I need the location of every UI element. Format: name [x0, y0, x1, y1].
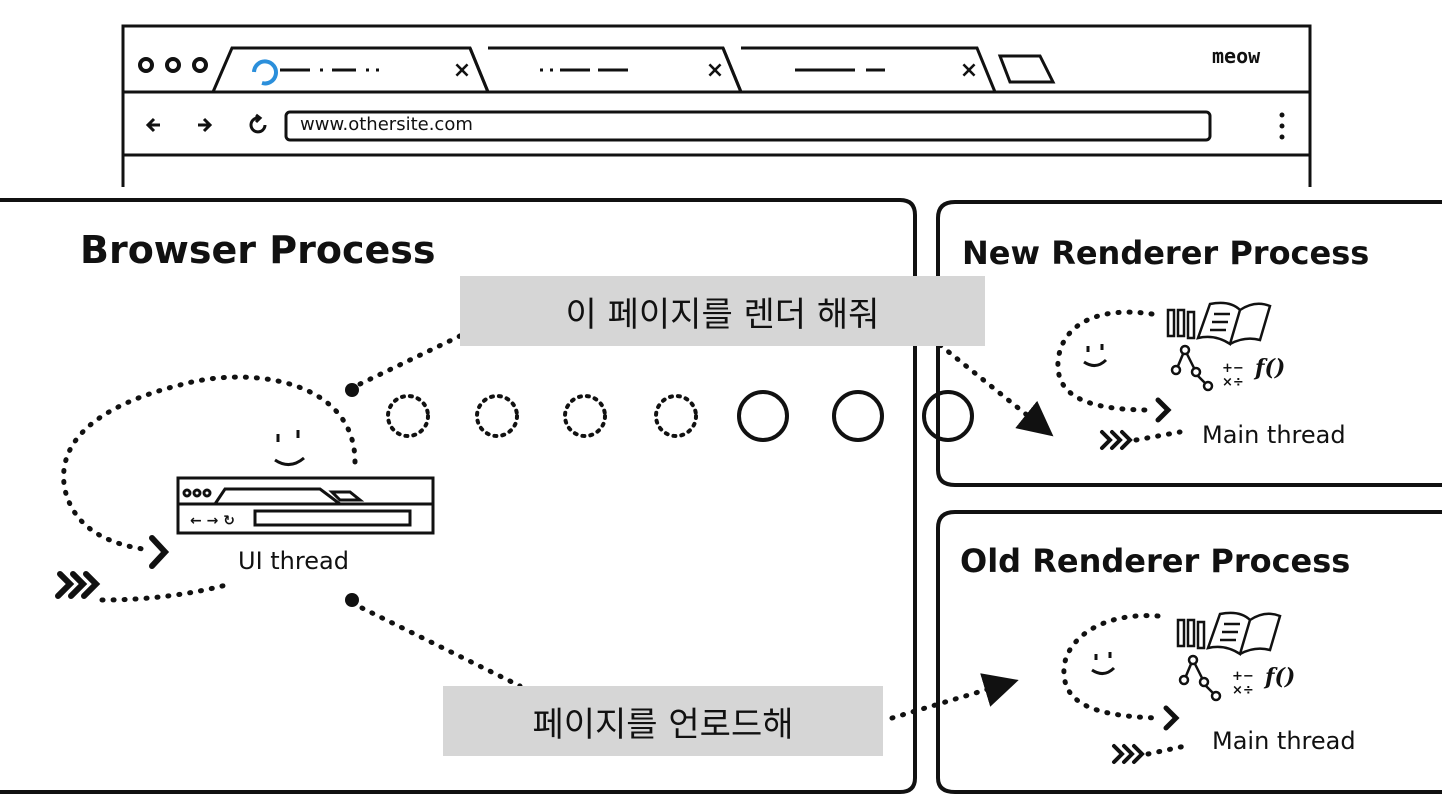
dotted-circle — [654, 394, 698, 438]
ui-thread-input-dots — [99, 581, 233, 603]
ipc-arrow-to-old-renderer — [889, 673, 1019, 721]
function-icon: f() — [1253, 355, 1285, 381]
ui-thread-label: UI thread — [238, 547, 349, 575]
chevrons-icon — [1112, 744, 1145, 764]
function-icon: f() — [1263, 664, 1295, 690]
tab-1-close-icon[interactable]: × — [453, 58, 471, 83]
math-icon: +− — [1232, 669, 1254, 684]
tab-3[interactable] — [721, 46, 997, 93]
book-icon — [1206, 611, 1282, 656]
math-icon: ×÷ — [1222, 375, 1244, 390]
old-renderer-main-thread-loop — [1061, 613, 1180, 731]
render-page-message: 이 페이지를 렌더 해줘 — [460, 276, 985, 346]
solid-circle — [832, 390, 884, 442]
browser-process-title: Browser Process — [80, 228, 436, 272]
reload-icon[interactable] — [249, 113, 267, 134]
new-renderer-main-thread-label: Main thread — [1202, 421, 1346, 449]
ipc-endpoint-bottom — [345, 593, 359, 607]
forward-arrow-icon[interactable] — [198, 117, 213, 133]
new-renderer-process-title: New Renderer Process — [962, 234, 1370, 272]
solid-circle — [737, 390, 789, 442]
tree-icon — [1178, 654, 1222, 702]
loading-spinner-icon — [252, 59, 278, 86]
new-renderer-input-dots — [1133, 429, 1183, 443]
ipc-endpoint-top — [345, 383, 359, 397]
tab-2-close-icon[interactable]: × — [706, 58, 724, 83]
face-icon — [1091, 652, 1116, 675]
unload-page-message: 페이지를 언로드해 — [443, 686, 883, 756]
dotted-circle — [386, 394, 430, 438]
ui-thread-browser-icon — [176, 476, 435, 535]
book-icon — [1196, 301, 1272, 346]
ui-thread-loop — [61, 374, 358, 553]
new-tab-icon[interactable] — [997, 54, 1056, 84]
old-renderer-process-box — [936, 510, 1442, 794]
ipc-arrow-to-new-renderer — [937, 342, 1054, 437]
back-arrow-icon[interactable] — [145, 117, 160, 133]
ipc-line-to-message-bottom — [359, 605, 523, 689]
dotted-circle — [475, 394, 519, 438]
old-renderer-process-title: Old Renderer Process — [960, 542, 1351, 580]
tree-icon — [1170, 344, 1214, 392]
old-renderer-input-dots — [1145, 742, 1193, 757]
face-icon — [1083, 344, 1108, 367]
address-bar[interactable] — [284, 110, 1212, 142]
dotted-circle — [563, 394, 607, 438]
pencil-icon — [1176, 618, 1206, 650]
browser-process-box — [0, 198, 917, 794]
math-icon: +− — [1222, 361, 1244, 376]
solid-circle — [922, 390, 974, 442]
face-icon — [274, 430, 305, 466]
pencil-icon — [1166, 308, 1196, 340]
ui-thread-loop-arrowhead — [149, 535, 170, 569]
ipc-line-to-message-top — [357, 332, 465, 387]
tab-3-close-icon[interactable]: × — [960, 58, 978, 83]
menu-dots-icon[interactable] — [1279, 112, 1285, 140]
chevrons-icon — [1100, 430, 1133, 450]
math-icon: ×÷ — [1232, 683, 1254, 698]
browser-brand-label: meow — [1212, 44, 1261, 68]
browser-window — [121, 24, 1312, 187]
old-renderer-main-thread-label: Main thread — [1212, 727, 1356, 755]
new-renderer-main-thread-loop — [1055, 309, 1172, 423]
address-bar-url[interactable]: www.othersite.com — [300, 114, 473, 135]
window-controls-icon[interactable] — [138, 57, 208, 73]
ui-icon-arrows: ← → ↻ — [190, 513, 235, 529]
loading-progress-circles — [386, 390, 974, 442]
chevrons-icon — [55, 571, 101, 599]
